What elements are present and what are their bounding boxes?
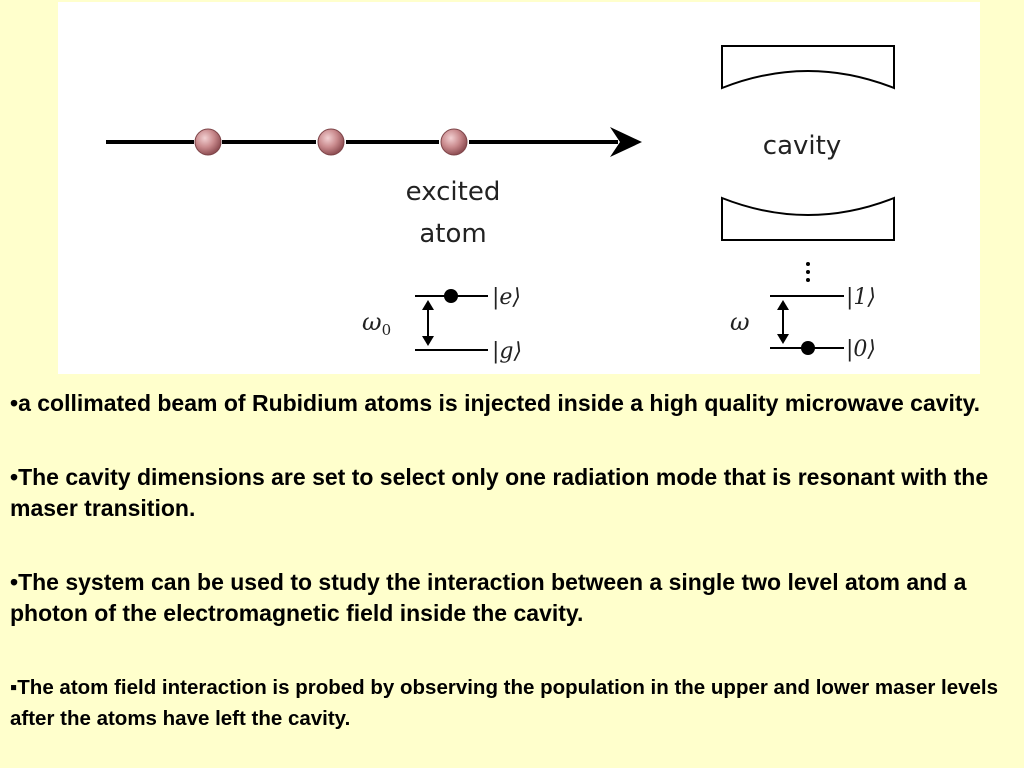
ellipsis-dot [806,262,810,266]
excited-label: excited [406,177,501,207]
state-g-label: |g⟩ [492,339,522,364]
arrow-up-icon [422,300,434,310]
atom-sphere [194,128,222,156]
cavity: cavity [721,45,895,241]
state-e-label: |e⟩ [492,285,521,310]
bullet-text: a collimated beam of Rubidium atoms is i… [18,390,981,416]
bullet-mark: • [10,569,19,595]
bullet-list: •a collimated beam of Rubidium atoms is … [10,388,1016,734]
ellipsis-dot [806,270,810,274]
top-mirror [721,45,895,90]
bullet-item: ▪The atom field interaction is probed by… [10,672,1016,734]
bullet-item: •The system can be used to study the int… [10,567,1016,629]
atom-beam [106,127,642,157]
bottom-mirror [721,196,895,241]
bullet-mark: • [10,464,19,490]
cavity-label: cavity [763,131,841,161]
arrow-down-icon [422,336,434,346]
atom-sphere [440,128,468,156]
beam-arrow-head-icon [610,127,642,157]
cavity-levels: ω |1⟩ |0⟩ [730,262,876,362]
diagram-svg: excited atom cavity ω0 |e⟩ |g⟩ [106,45,895,364]
state-0-label: |0⟩ [846,337,876,362]
arrow-down-icon [777,334,789,344]
bullet-mark: ▪ [10,676,18,699]
cavity-diagram: excited atom cavity ω0 |e⟩ |g⟩ [58,2,980,374]
atom-population-dot [444,289,458,303]
omega-symbol: ω [730,308,750,336]
bullet-text: The system can be used to study the inte… [10,569,967,626]
bullet-item: •a collimated beam of Rubidium atoms is … [10,388,1016,419]
arrow-up-icon [777,300,789,310]
bullet-text: The atom field interaction is probed by … [10,676,999,730]
bullet-item: •The cavity dimensions are set to select… [10,462,1016,524]
bullet-mark: • [10,390,19,416]
state-1-label: |1⟩ [846,285,876,310]
atom-levels: ω0 |e⟩ |g⟩ [362,285,522,364]
atom-label: atom [419,219,486,249]
ellipsis-dot [806,278,810,282]
atom-sphere [317,128,345,156]
photon-population-dot [801,341,815,355]
omega0-symbol: ω0 [362,308,391,339]
bullet-text: The cavity dimensions are set to select … [10,464,989,521]
